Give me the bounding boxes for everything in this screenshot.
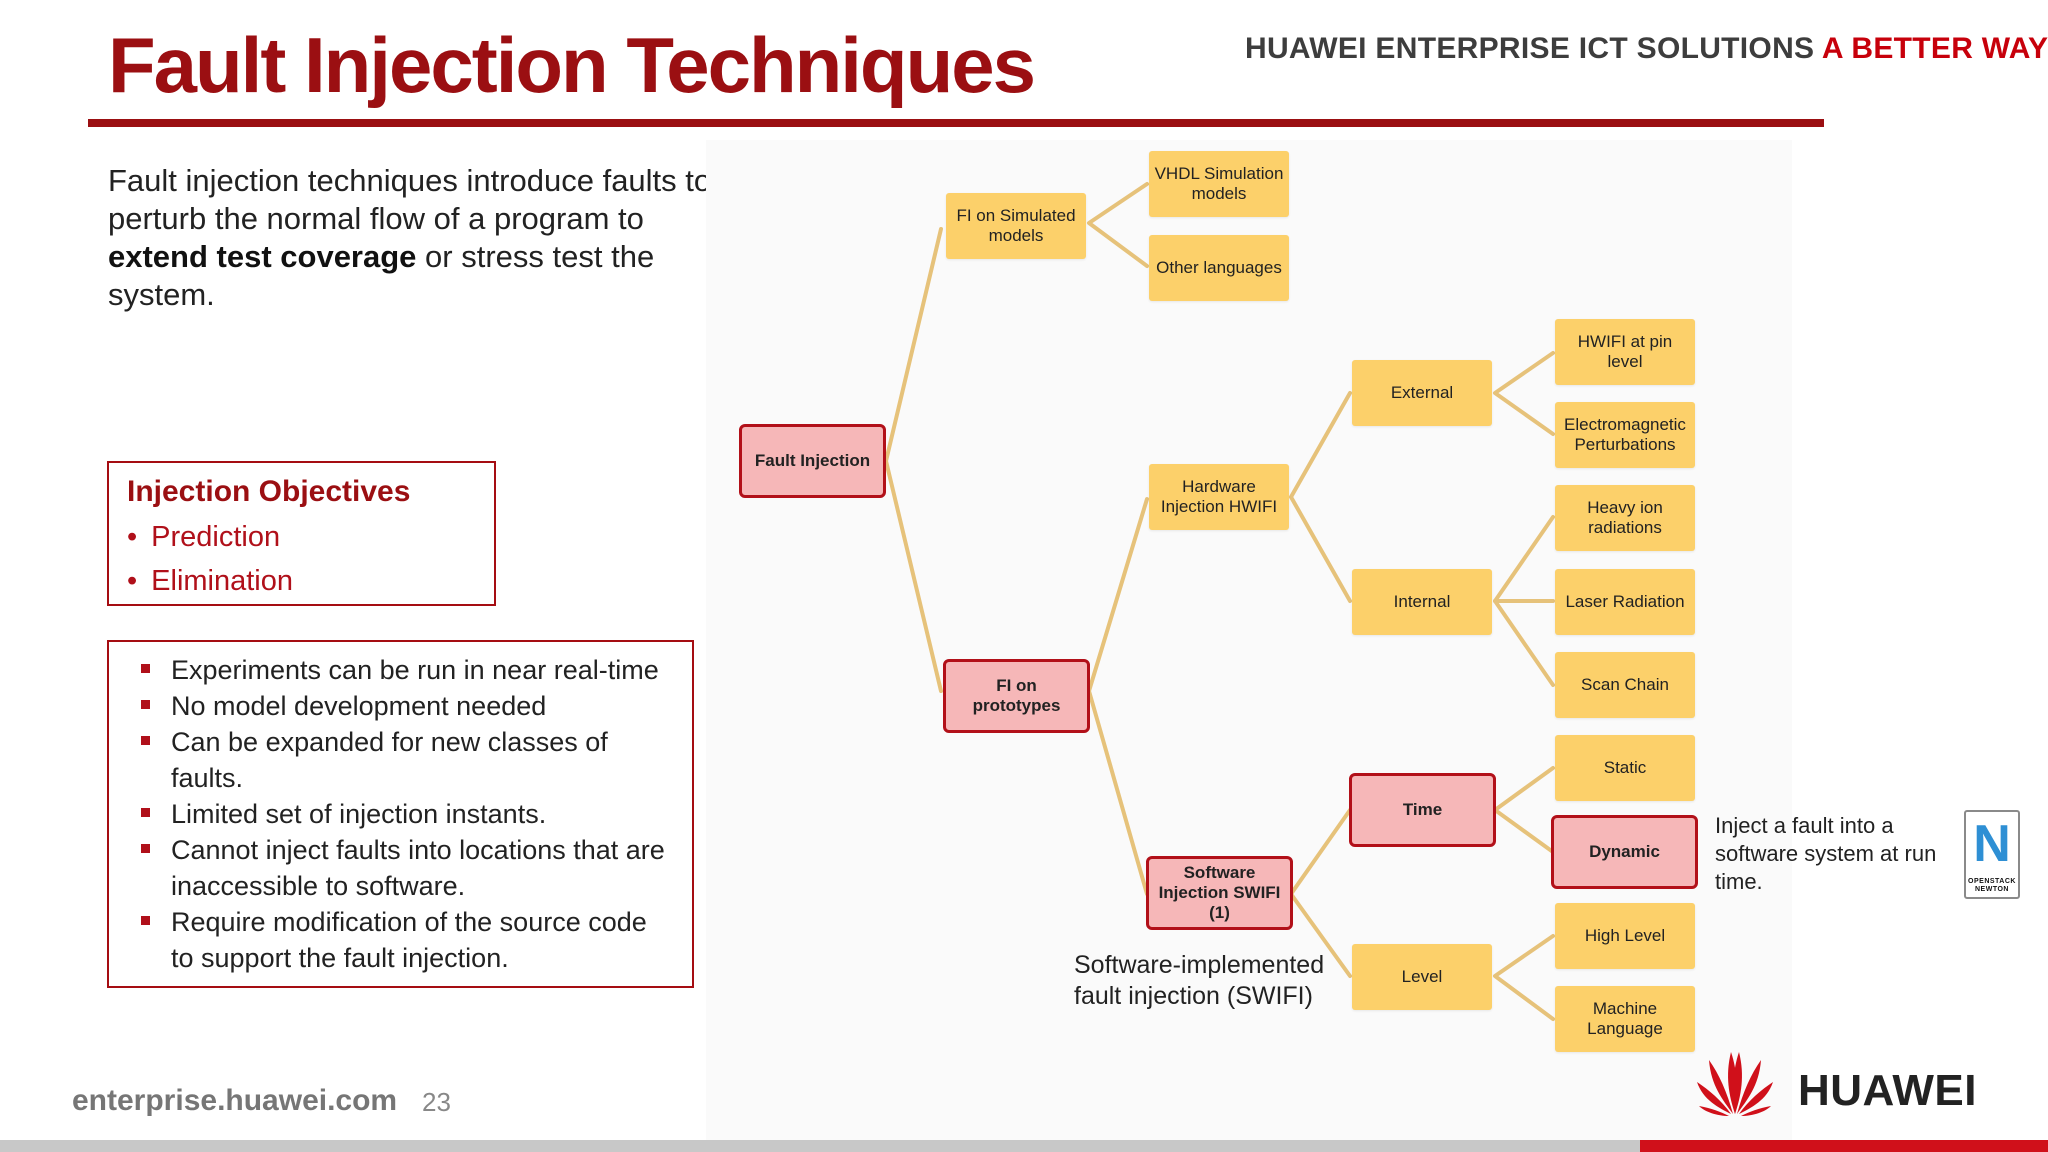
node-scan-chain: Scan Chain [1555,652,1695,718]
node-electromagnetic: Electromagnetic Perturbations [1555,402,1695,468]
page-number: 23 [422,1087,451,1117]
diagram-background [706,140,1792,1145]
experiment-bullet: Experiments can be run in near real-time [129,652,674,688]
experiments-box: Experiments can be run in near real-time… [107,640,694,988]
connector [1087,497,1149,896]
node-fi-simulated: FI on Simulated models [946,193,1086,259]
experiment-bullet: Limited set of injection instants. [129,796,674,832]
node-level: Level [1352,944,1492,1010]
connector [1493,351,1555,436]
node-heavy-ion: Heavy ion radiations [1555,485,1695,551]
inject-caption: Inject a fault into a software system at… [1715,813,1937,894]
objective-item: Prediction [127,515,476,559]
swifi-caption-text: Software-implemented fault injection (SW… [1074,951,1325,1010]
objective-item: Elimination [127,559,476,603]
connector [1087,182,1149,268]
experiment-bullet: Can be expanded for new classes of fault… [129,724,674,796]
intro-text-2: or stress test the system. [108,239,655,312]
node-time: Time [1349,773,1496,847]
newton-label: OPENSTACK NEWTON [1968,878,2016,893]
experiment-bullet: No model development needed [129,688,674,724]
header-tagline: HUAWEI ENTERPRISE ICT SOLUTIONS A BETTER… [1245,32,2048,66]
title-divider [88,119,1824,127]
node-vhdl: VHDL Simulation models [1149,151,1289,217]
node-static: Static [1555,735,1695,801]
node-hwifi-pin: HWIFI at pin level [1555,319,1695,385]
connector [1493,766,1555,854]
node-external: External [1352,360,1492,426]
node-high-level: High Level [1555,903,1695,969]
node-swifi: Software Injection SWIFI (1) [1146,856,1293,930]
experiment-bullet: Require modification of the source code … [129,904,674,976]
bottom-accent-bar [1640,1140,2048,1152]
node-other-languages: Other languages [1149,235,1289,301]
objectives-box: Injection Objectives Prediction Eliminat… [107,461,496,606]
tagline-accent: A BETTER WAY [1821,32,2048,65]
huawei-logo-icon [1697,1052,1773,1116]
bottom-bar [0,1140,2048,1152]
intro-text-1: Fault injection techniques introduce fau… [108,163,712,236]
connector [1493,934,1555,1021]
node-dynamic: Dynamic [1551,815,1698,889]
connector [1289,391,1352,603]
tagline-main: HUAWEI ENTERPRISE ICT SOLUTIONS [1245,32,1815,65]
footer-url: enterprise.huawei.com [72,1084,398,1117]
slide-title: Fault Injection Techniques [108,21,1036,109]
node-fi-prototypes: FI on prototypes [943,659,1090,733]
intro-bold-text: extend test coverage [108,239,417,274]
connector [884,227,943,693]
openstack-newton-badge: N OPENSTACK NEWTON [1964,810,2020,899]
node-internal: Internal [1352,569,1492,635]
experiment-bullet: Cannot inject faults into locations that… [129,832,674,904]
node-laser: Laser Radiation [1555,569,1695,635]
node-fault-injection: Fault Injection [739,424,886,498]
swifi-caption: Software-implemented fault injection (SW… [1074,950,1344,1012]
objectives-title: Injection Objectives [127,475,411,508]
newton-logo-icon: N [1973,815,2011,873]
huawei-wordmark: HUAWEI [1798,1066,1977,1115]
node-hwifi: Hardware Injection HWIFI [1149,464,1289,530]
intro-paragraph: Fault injection techniques introduce fau… [108,162,748,314]
node-machine-language: Machine Language [1555,986,1695,1052]
